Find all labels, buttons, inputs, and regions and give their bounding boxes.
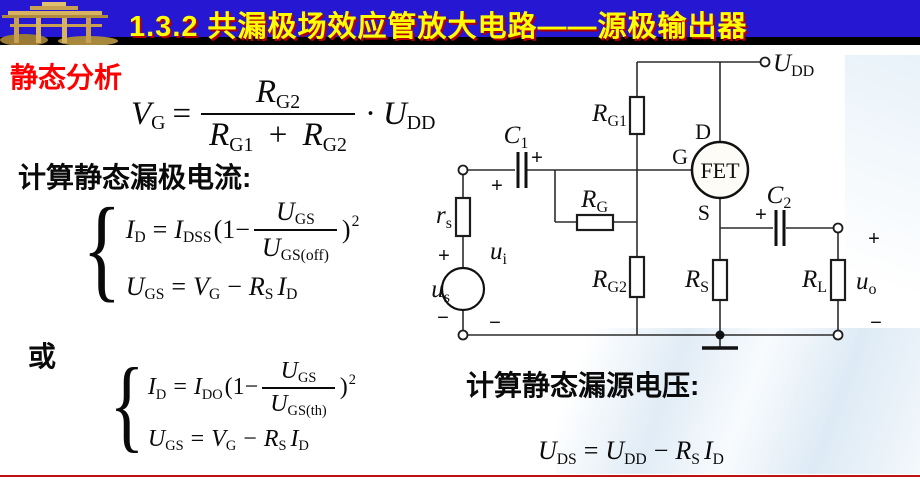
- resistor-rs-source: [454, 196, 472, 238]
- label-c2: C2: [767, 182, 792, 212]
- heading-static-analysis: 静态分析: [10, 62, 123, 93]
- formula-ugs: UGS = VG − RS ID: [125, 271, 298, 304]
- formula-id-dss: ID = IDSS (1− UGS UGS(off) ) 2: [125, 196, 360, 265]
- logo-roof-top: [42, 2, 66, 6]
- logo-lintel: [10, 24, 102, 27]
- formula-system-drain-current: { ID = IDSS (1− UGS UGS(off) ) 2 UGS = V…: [74, 185, 360, 313]
- fraction-numerator: RG2: [255, 74, 301, 113]
- label-us: us: [431, 276, 450, 306]
- polarity-plus-uo: +: [868, 228, 880, 250]
- math-var: UDD: [382, 95, 436, 135]
- math-op: ·: [364, 95, 376, 132]
- logo-column: [14, 18, 19, 43]
- terminal-input-bottom: [457, 329, 469, 341]
- formula-system-drain-current-alt: { ID = IDO (1− UGS UGS(th) ) 2 UGS = VG …: [102, 347, 356, 462]
- terminal-input-top: [457, 164, 469, 176]
- system-brace: {: [82, 185, 122, 313]
- label-terminal-g: G: [672, 144, 688, 169]
- junction-dot: [715, 330, 725, 340]
- resistor-rg1: [628, 95, 646, 136]
- resistor-rg2: [628, 255, 646, 299]
- label-uo: uo: [856, 268, 877, 298]
- page-title: 1.3.2 共漏极场效应管放大电路——源极输出器: [129, 11, 748, 43]
- polarity-minus-us: −: [437, 307, 449, 329]
- logo-column: [36, 18, 41, 43]
- title-bar-black-strip: [0, 37, 920, 45]
- polarity-plus-c2: +: [755, 204, 767, 226]
- circuit-diagram: UDD RG1 RG RG2 RS RL C1 C2 rs us ui uo F…: [431, 50, 882, 350]
- label-rg2: RG2: [591, 266, 627, 296]
- label-ui: ui: [490, 238, 508, 268]
- logo-column: [86, 18, 91, 43]
- heading-or: 或: [28, 341, 57, 372]
- logo-column: [62, 18, 67, 43]
- label-terminal-d: D: [695, 119, 711, 144]
- heading-calc-drain-source-voltage: 计算静态漏源电压:: [466, 370, 700, 401]
- background-watermark-edge: [845, 55, 920, 335]
- logo-roof-wide: [8, 11, 102, 15]
- label-rg: RG: [580, 186, 608, 216]
- polarity-plus-c1: +: [531, 147, 543, 169]
- voltage-source-us: [440, 266, 486, 312]
- system-brace: {: [109, 347, 145, 462]
- math-fraction: RG2 RG1 + RG2: [201, 74, 355, 156]
- label-fet: FET: [700, 158, 740, 183]
- footer-divider-line: [0, 475, 920, 477]
- polarity-minus-ui: −: [489, 312, 501, 334]
- system-lines: ID = IDO (1− UGS UGS(th) ) 2 UGS = VG − …: [147, 357, 356, 455]
- resistor-rl: [829, 258, 847, 302]
- university-gate-logo: [0, 2, 118, 45]
- formula-ugs: UGS = VG − RS ID: [147, 425, 309, 455]
- logo-roof-mid: [30, 6, 78, 10]
- resistor-rg: [575, 213, 615, 232]
- math-op: =: [172, 95, 192, 132]
- terminal-output-bottom: [832, 329, 844, 341]
- terminal-udd: [759, 56, 771, 68]
- label-rl: RL: [801, 266, 827, 296]
- formula-uds: UDS = UDD − RS ID: [538, 436, 724, 468]
- heading-calc-drain-current: 计算静态漏极电流:: [18, 162, 252, 193]
- polarity-plus-ui: +: [491, 175, 503, 197]
- logo-beam: [2, 15, 108, 18]
- background-watermark: [556, 328, 920, 474]
- terminal-output-top: [832, 222, 844, 234]
- fraction-denominator: RG1 + RG2: [201, 113, 355, 156]
- label-c1: C1: [504, 122, 529, 152]
- label-terminal-s: S: [698, 200, 710, 225]
- label-udd: UDD: [773, 50, 814, 80]
- polarity-plus-us: +: [438, 245, 450, 267]
- label-rs-source: rs: [436, 202, 452, 232]
- formula-vg: VG = RG2 RG1 + RG2 · UDD: [131, 74, 436, 156]
- math-var: VG: [131, 95, 166, 135]
- label-rs: RS: [684, 266, 709, 296]
- formula-id-do: ID = IDO (1− UGS UGS(th) ) 2: [147, 357, 356, 420]
- label-rg1: RG1: [591, 100, 627, 130]
- resistor-rs: [711, 258, 729, 302]
- system-lines: ID = IDSS (1− UGS UGS(off) ) 2 UGS = VG …: [125, 196, 360, 304]
- polarity-minus-uo: −: [870, 312, 882, 334]
- title-bar: [0, 0, 920, 37]
- fet-symbol: [690, 140, 750, 200]
- logo-foliage: [0, 34, 48, 45]
